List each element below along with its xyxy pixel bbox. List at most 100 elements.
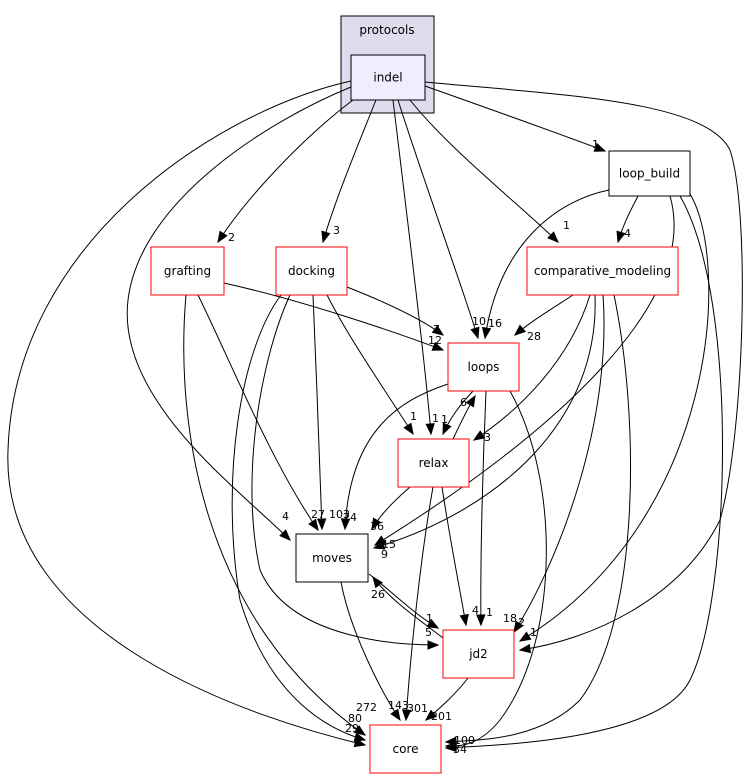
edge-label-docking-to-loops[interactable]: 7 bbox=[433, 323, 440, 336]
edge-label-loops-to-jd2[interactable]: 1 bbox=[486, 606, 493, 619]
node-grafting[interactable]: grafting bbox=[150, 246, 225, 296]
edge-label-indel-to-relax[interactable]: 1 bbox=[432, 412, 439, 425]
node-loop-build[interactable]: loop_build bbox=[608, 150, 691, 197]
edge-label-relax-to-loops[interactable]: 6 bbox=[460, 396, 467, 409]
edge-label-jd2-to-core[interactable]: 201 bbox=[431, 710, 452, 723]
edge-label-docking-to-relax[interactable]: 1 bbox=[410, 410, 417, 423]
node-label: moves bbox=[312, 551, 352, 565]
edge-loop_build-to-moves bbox=[374, 195, 675, 546]
edge-label-indel-to-jd2[interactable]: 1 bbox=[530, 626, 537, 639]
arrowhead-grafting-to-loops bbox=[431, 341, 445, 351]
nodes: indel loop_build grafting docking comparativ… bbox=[150, 54, 691, 774]
node-moves[interactable]: moves bbox=[295, 533, 369, 583]
edge-docking-to-moves bbox=[312, 294, 323, 530]
node-box bbox=[447, 342, 520, 392]
edge-indel-to-grafting bbox=[217, 99, 354, 243]
edge-loops-to-jd2 bbox=[480, 390, 487, 626]
edge-docking-to-jd2 bbox=[251, 294, 439, 646]
edge-label-indel-to-comparative_modeling[interactable]: 1 bbox=[563, 219, 570, 232]
edge-comparative_modeling-to-loops bbox=[514, 294, 574, 336]
arrowhead-comparative_modeling-to-relax bbox=[472, 430, 486, 441]
edge-label-loop_build-to-moves[interactable]: 15 bbox=[382, 538, 396, 551]
edge-label-grafting-to-moves[interactable]: 27 bbox=[311, 508, 325, 521]
node-core[interactable]: core bbox=[369, 724, 442, 774]
edge-label-indel-to-grafting[interactable]: 2 bbox=[228, 231, 235, 244]
edge-label-grafting-to-loops[interactable]: 12 bbox=[428, 334, 442, 347]
edge-label-comparative_modeling-to-core[interactable]: 100 bbox=[454, 734, 475, 747]
arrowhead-indel-to-comparative_modeling bbox=[547, 231, 559, 243]
edge-label-loop_build-to-core[interactable]: 34 bbox=[453, 743, 467, 756]
edge-label-loop_build-to-loops[interactable]: 16 bbox=[488, 317, 502, 330]
edge-label-loops-to-relax[interactable]: 1 bbox=[441, 413, 448, 426]
arrowhead-comparative_modeling-to-jd2 bbox=[513, 620, 524, 634]
node-label: comparative_modeling bbox=[534, 264, 671, 278]
edge-label-loops-to-moves[interactable]: 74 bbox=[343, 511, 357, 524]
node-jd2[interactable]: jd2 bbox=[442, 629, 515, 679]
edge-label-moves-to-jd2[interactable]: 1 bbox=[426, 612, 433, 625]
node-relax[interactable]: relax bbox=[397, 438, 470, 488]
arrowhead-indel-to-moves bbox=[279, 529, 291, 541]
node-comparative-modeling[interactable]: comparative_modeling bbox=[526, 246, 679, 296]
edge-label-indel-to-loops[interactable]: 10 bbox=[472, 315, 486, 328]
edge-relax-to-jd2 bbox=[441, 486, 467, 626]
arrowhead-grafting-to-core bbox=[353, 725, 367, 736]
edge-label-indel-to-core[interactable]: 29 bbox=[345, 722, 359, 735]
arrowhead-comparative_modeling-to-moves bbox=[372, 540, 386, 550]
edge-label-jd2-to-moves[interactable]: 26 bbox=[371, 588, 385, 601]
edge-label-comparative_modeling-to-jd2[interactable]: 18 bbox=[503, 612, 517, 625]
edge-loop_build-to-jd2 bbox=[519, 193, 710, 642]
arrowhead-moves-to-core bbox=[390, 708, 401, 722]
edge-label-comparative_modeling-to-moves[interactable]: 9 bbox=[381, 548, 388, 561]
node-box bbox=[150, 246, 225, 296]
arrowhead-grafting-to-moves bbox=[308, 518, 319, 532]
edge-label-docking-to-jd2[interactable]: 5 bbox=[425, 626, 432, 639]
arrowhead-relax-to-jd2 bbox=[459, 613, 469, 627]
edge-label-grafting-to-core[interactable]: 272 bbox=[356, 701, 377, 714]
arrowhead-relax-to-loops bbox=[465, 394, 476, 408]
edge-label-docking-to-moves[interactable]: 103 bbox=[329, 508, 350, 521]
edge-label-loop_build-to-comparative_modeling[interactable]: 4 bbox=[624, 227, 631, 240]
edge-grafting-to-moves bbox=[197, 294, 319, 531]
edge-label-indel-to-loop_build[interactable]: 1 bbox=[592, 138, 599, 151]
edge-indel-to-relax bbox=[392, 99, 432, 435]
edge-relax-to-core bbox=[405, 486, 434, 721]
arrowhead-docking-to-core bbox=[353, 732, 367, 742]
node-label: jd2 bbox=[468, 647, 488, 661]
edge-indel-to-loop_build bbox=[424, 85, 606, 152]
edge-label-comparative_modeling-to-loops[interactable]: 28 bbox=[527, 330, 541, 343]
edge-label-moves-to-core[interactable]: 143 bbox=[388, 699, 409, 712]
edge-docking-to-core bbox=[231, 294, 366, 741]
edge-indel-to-core bbox=[7, 80, 366, 746]
arrowhead-loops-to-core bbox=[444, 742, 457, 752]
node-docking[interactable]: docking bbox=[275, 246, 348, 296]
edge-label-relax-to-moves[interactable]: 36 bbox=[370, 520, 384, 533]
arrowhead-docking-to-moves bbox=[316, 518, 327, 531]
edge-label-relax-to-core[interactable]: 301 bbox=[407, 702, 428, 715]
edge-indel-to-loops bbox=[397, 99, 479, 339]
node-label: indel bbox=[373, 71, 402, 85]
arrowhead-indel-to-grafting bbox=[217, 230, 228, 244]
node-label: grafting bbox=[164, 264, 211, 278]
edge-label-indel-to-moves[interactable]: 4 bbox=[282, 510, 289, 523]
arrowhead-docking-to-jd2 bbox=[427, 640, 440, 650]
edge-label-docking-to-core[interactable]: 80 bbox=[348, 712, 362, 725]
arrowhead-indel-to-loops bbox=[470, 326, 480, 340]
node-loops[interactable]: loops bbox=[447, 342, 520, 392]
edge-indel-to-moves bbox=[126, 86, 352, 541]
arrowhead-comparative_modeling-to-loops bbox=[513, 324, 527, 336]
edge-comparative_modeling-to-relax bbox=[473, 294, 591, 441]
arrowhead-moves-to-jd2 bbox=[426, 618, 440, 629]
edge-label-relax-to-jd2[interactable]: 4 bbox=[472, 604, 479, 617]
edge-label-indel-to-docking[interactable]: 3 bbox=[333, 224, 340, 237]
node-indel[interactable]: indel bbox=[350, 54, 426, 101]
edge-label-comparative_modeling-to-relax[interactable]: 3 bbox=[484, 431, 491, 444]
arrowhead-loops-to-jd2 bbox=[476, 614, 486, 627]
arrowhead-loop_build-to-jd2 bbox=[518, 631, 532, 642]
node-box bbox=[350, 54, 426, 101]
edge-label-loop_build-to-jd2[interactable]: 2 bbox=[518, 616, 525, 629]
arrowhead-docking-to-relax bbox=[403, 422, 414, 436]
arrowhead-jd2-to-core bbox=[424, 709, 438, 721]
edge-docking-to-loops bbox=[346, 286, 444, 336]
edge-loops-to-core bbox=[445, 390, 547, 747]
edge-moves-to-core bbox=[340, 581, 401, 721]
